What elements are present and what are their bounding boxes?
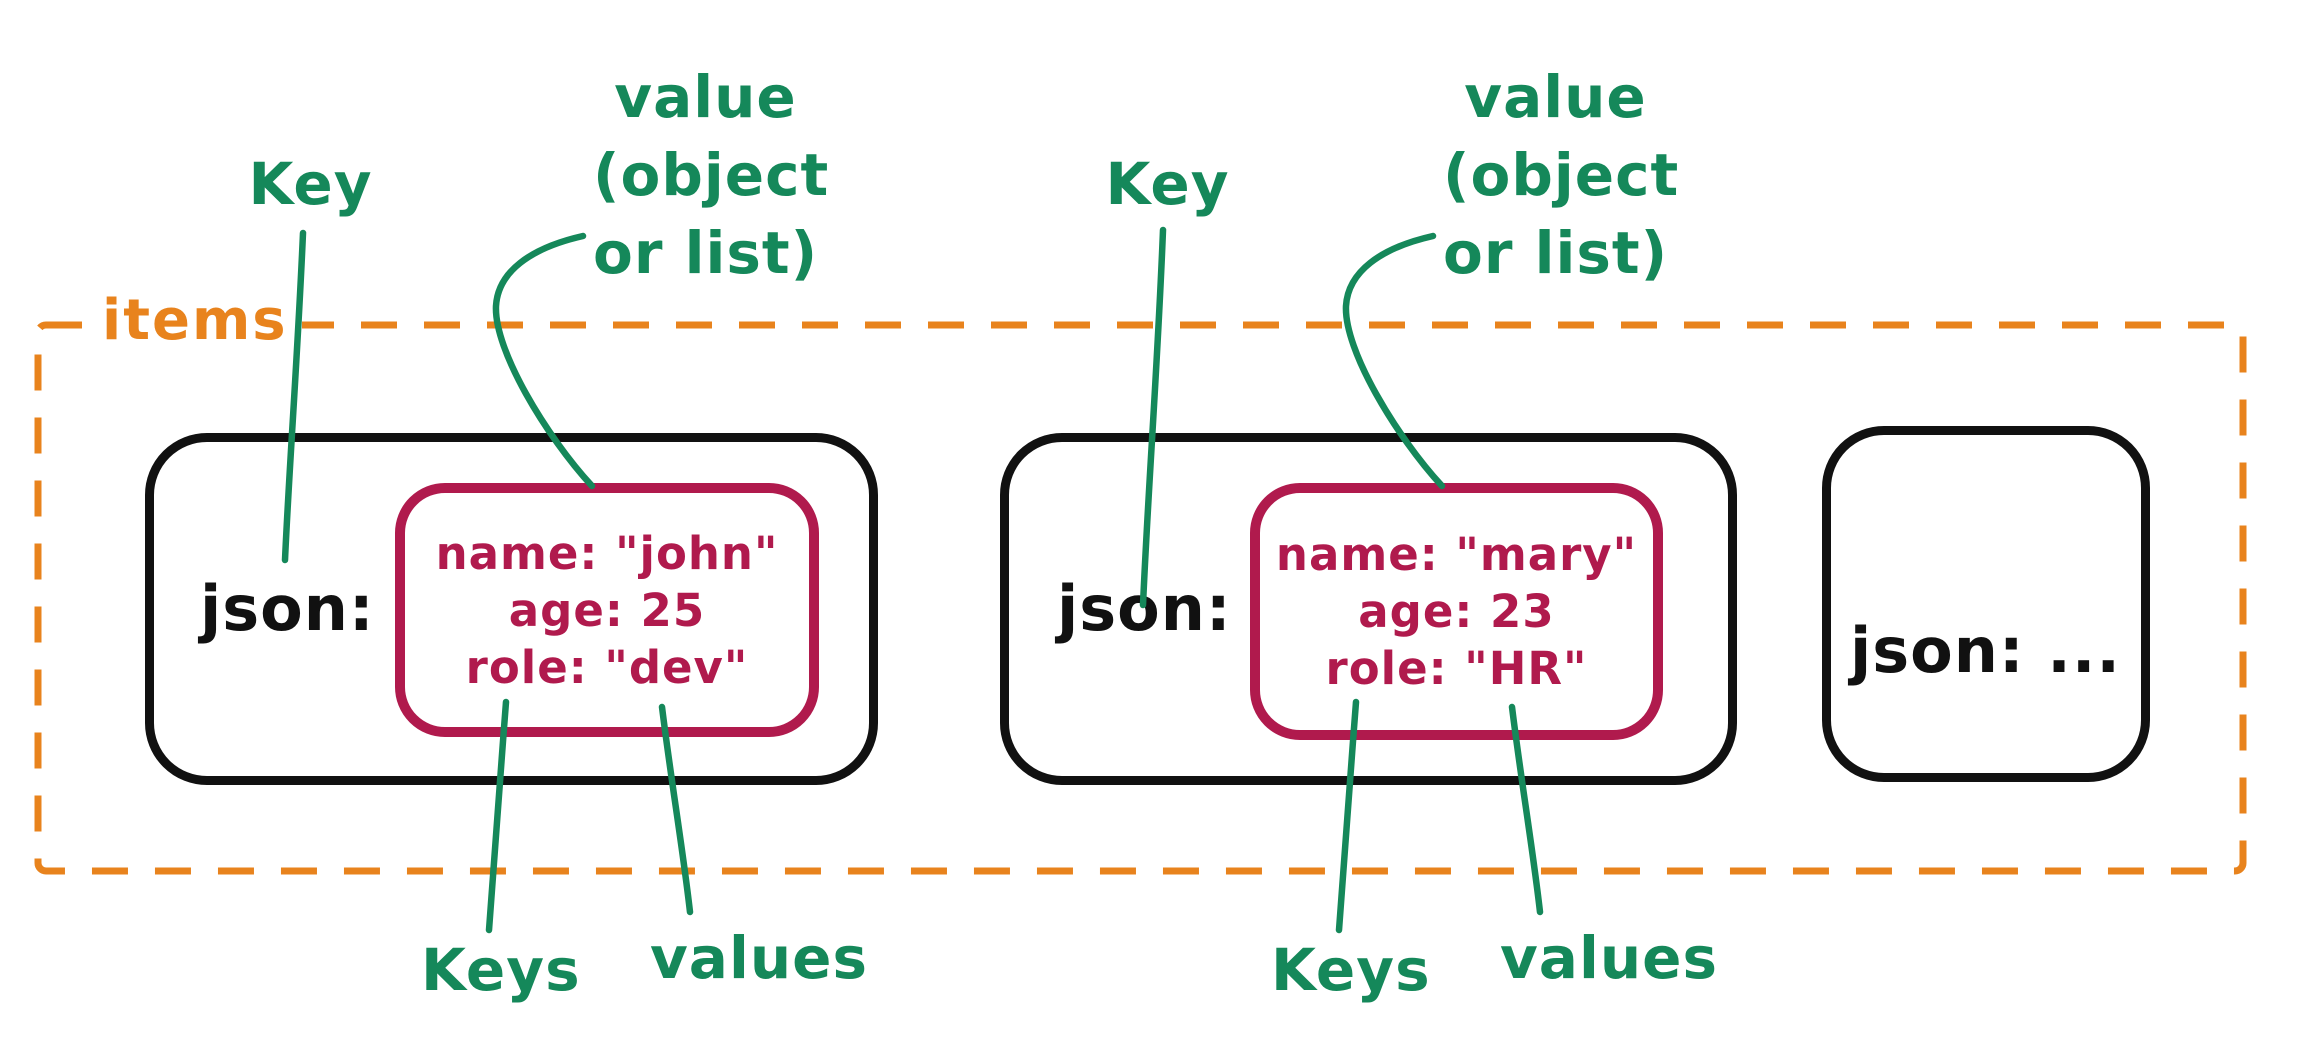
record-1-key: json: xyxy=(200,572,375,645)
annotation-key-1: Key xyxy=(248,150,373,218)
record-2-key: json: xyxy=(1057,572,1232,645)
annotation-value-1-line-1: value xyxy=(614,63,797,131)
annotation-value-1-line-2: (object xyxy=(593,141,830,209)
record-2-field-age: age: 23 xyxy=(1358,585,1555,638)
annotation-keys-1: Keys xyxy=(421,936,581,1004)
annotation-value-2: value (object or list) xyxy=(1443,58,1680,292)
record-3-key: json: ... xyxy=(1850,614,2121,687)
annotation-value-1: value (object or list) xyxy=(593,58,830,292)
record-1-field-role: role: "dev" xyxy=(465,640,749,694)
items-label: items xyxy=(88,291,302,351)
record-1-field-name: name: "john" xyxy=(435,526,779,580)
record-2-object-box: name: "mary" age: 23 role: "HR" xyxy=(1250,483,1663,740)
annotation-value-2-line-1: value xyxy=(1464,63,1647,131)
annotation-value-2-line-3: or list) xyxy=(1443,219,1669,287)
record-2-field-role: role: "HR" xyxy=(1325,642,1588,695)
record-1-object-box: name: "john" age: 25 role: "dev" xyxy=(395,483,819,737)
record-1-field-age: age: 25 xyxy=(508,583,706,637)
annotation-value-1-line-3: or list) xyxy=(593,219,819,287)
annotation-value-2-line-2: (object xyxy=(1443,141,1680,209)
record-box-3 xyxy=(1822,426,2150,782)
annotation-values-1: values xyxy=(650,924,868,992)
annotation-values-2: values xyxy=(1500,924,1718,992)
annotation-key-2: Key xyxy=(1105,150,1230,218)
record-2-field-name: name: "mary" xyxy=(1275,528,1638,581)
annotation-keys-2: Keys xyxy=(1271,936,1431,1004)
